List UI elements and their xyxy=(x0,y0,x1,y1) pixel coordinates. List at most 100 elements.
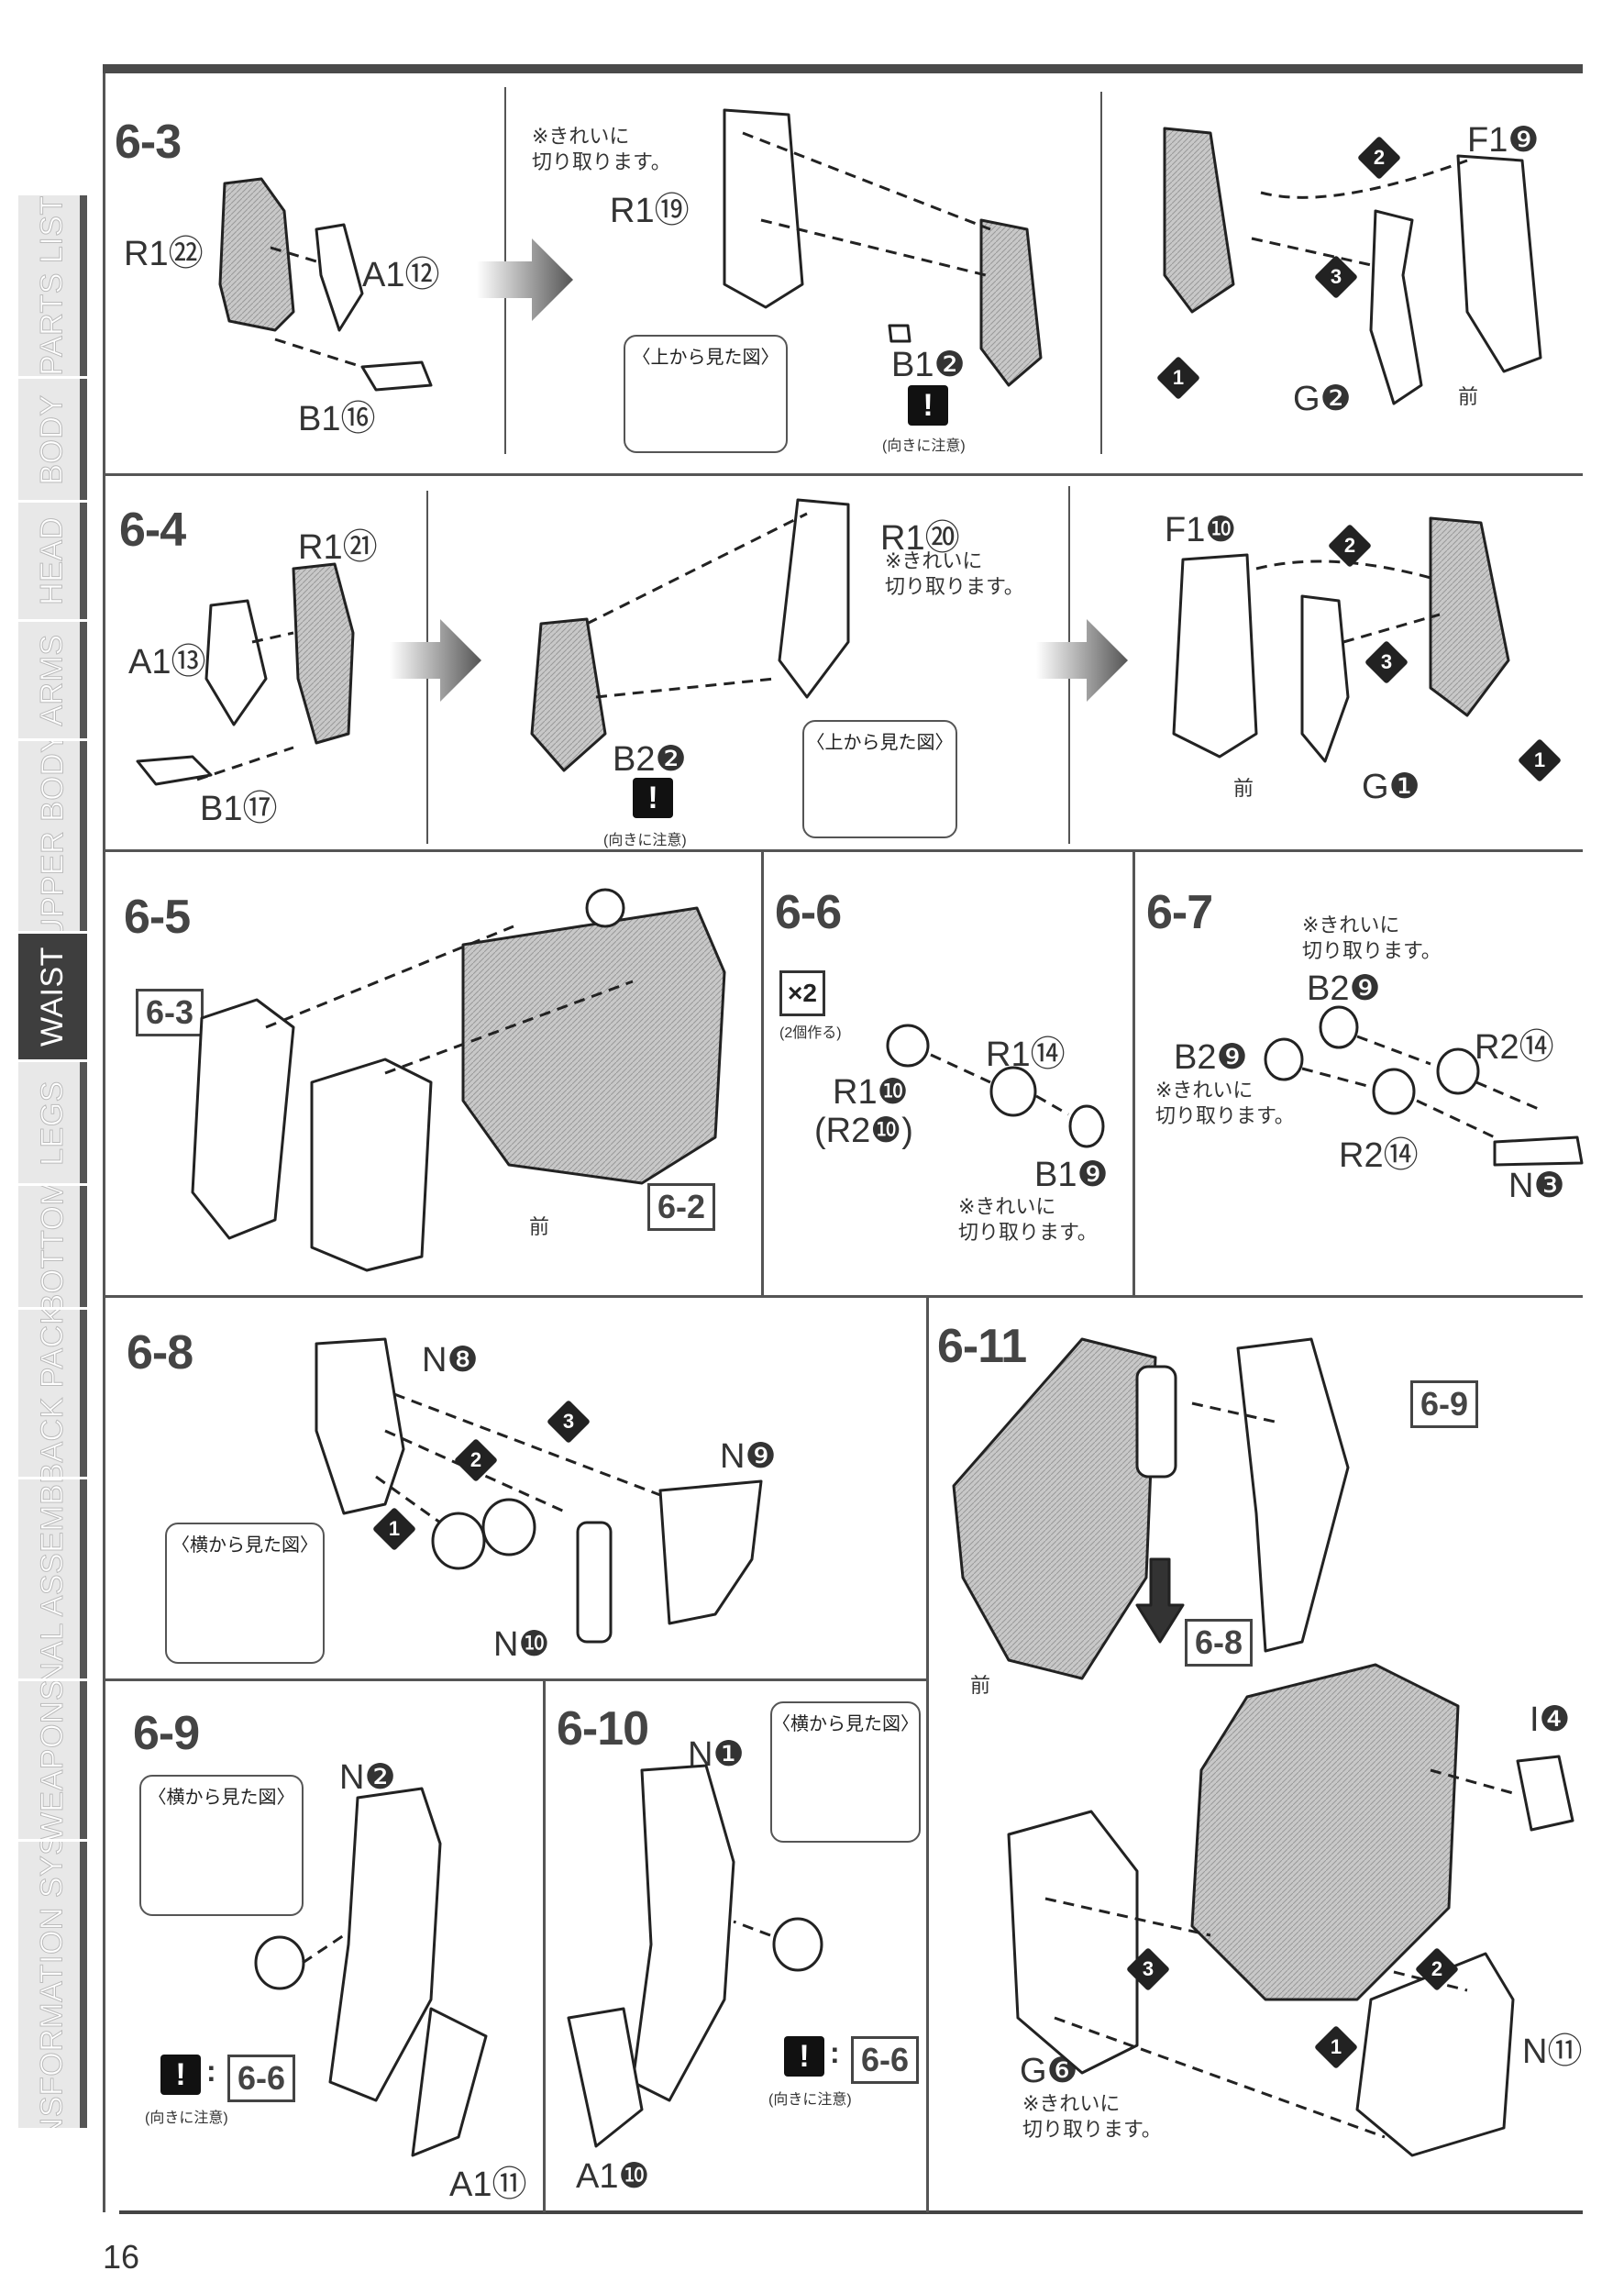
caution-note: (向きに注意) xyxy=(882,438,966,454)
top-view-bubble: 〈上から見た図〉 xyxy=(624,335,788,453)
note-clean-cut-611: ※きれいに 切り取ります。 xyxy=(1022,2092,1162,2141)
side-view-label-68: 〈横から見た図〉 xyxy=(171,1535,318,1556)
sidebar-tab-weapons: WEAPONS xyxy=(18,1678,87,1839)
order-marker-3-68: 3 xyxy=(546,1399,591,1445)
side-view-bubble-68: 〈横から見た図〉 xyxy=(165,1523,325,1664)
sidebar-tab-edge xyxy=(80,1681,87,1839)
ref-6-9: 6-9 xyxy=(1410,1380,1479,1428)
side-view-bubble-610: 〈横から見た図〉 xyxy=(770,1701,921,1843)
order-marker-1-68: 1 xyxy=(371,1506,417,1552)
part-g2: G❷ xyxy=(1293,380,1352,418)
order-marker-1-611: 1 xyxy=(1313,2024,1359,2070)
step-6-8-title: 6-8 xyxy=(127,1326,193,1379)
part-n8: N❽ xyxy=(422,1341,479,1379)
row-divider-2 xyxy=(103,849,1583,852)
col-divider-66 xyxy=(1132,851,1135,1296)
step-6-11-title: 6-11 xyxy=(937,1320,1027,1373)
caution-note-69: (向きに注意) xyxy=(145,2110,228,2126)
row-divider-4 xyxy=(103,1678,928,1681)
ref-6-3: 6-3 xyxy=(136,989,204,1036)
sidebar-tab-edge xyxy=(80,1186,87,1307)
colon-69: : xyxy=(206,2055,216,2088)
sidebar-tab-arms: ARMS xyxy=(18,619,87,738)
part-a1-11: A1⑪ xyxy=(449,2166,527,2204)
top-view-bubble-64: 〈上から見た図〉 xyxy=(802,720,957,838)
sidebar-tab-upper-body: UPPER BODY xyxy=(18,738,87,931)
sidebar-tab-edge xyxy=(80,1310,87,1477)
sidebar-tab-edge xyxy=(80,622,87,738)
order-marker-1-64: 1 xyxy=(1517,737,1563,783)
col-divider-68 xyxy=(926,1295,929,2212)
order-marker-1: 1 xyxy=(1155,355,1201,401)
part-b2-9b: B2❾ xyxy=(1174,1038,1248,1077)
part-f1-9: F1❾ xyxy=(1467,121,1540,160)
order-marker-3: 3 xyxy=(1313,254,1359,300)
top-view-label-64: 〈上から見た図〉 xyxy=(806,733,954,753)
sidebar-tab-body: BODY xyxy=(18,376,87,500)
col-divider-65 xyxy=(761,851,764,1296)
caution-icon: ! xyxy=(908,385,948,426)
note-clean-cut-67a: ※きれいに 切り取ります。 xyxy=(1302,914,1442,962)
sidebar-tab-parts-list: PARTS LIST xyxy=(18,193,87,376)
part-n2: N❷ xyxy=(339,1758,396,1797)
ref-6-2: 6-2 xyxy=(647,1183,716,1231)
sidebar-tab-final-assemble: FINAL ASSEMBLE xyxy=(18,1477,87,1678)
part-n3: N❸ xyxy=(1508,1167,1565,1205)
sidebar-tab-edge xyxy=(80,503,87,619)
bottom-rule xyxy=(119,2210,1583,2214)
part-r2-14b: R2⑭ xyxy=(1339,1136,1419,1175)
caution-note-64: (向きに注意) xyxy=(603,833,687,848)
step-6-7-title: 6-7 xyxy=(1146,886,1213,939)
order-marker-3-64: 3 xyxy=(1364,639,1409,685)
sidebar-tab-edge xyxy=(80,195,87,376)
sidebar-tab-legs: LEGS xyxy=(18,1059,87,1183)
part-b1-16: B1⑯ xyxy=(298,400,376,438)
order-marker-2-611: 2 xyxy=(1414,1946,1460,1992)
front-label-65: 前 xyxy=(529,1215,550,1238)
part-r1-22: R1㉒ xyxy=(124,235,204,273)
part-g1: G❶ xyxy=(1362,768,1420,806)
part-a1-13: A1⑬ xyxy=(128,643,206,681)
part-r1-20: R1⑳ xyxy=(880,519,960,558)
side-view-label-69: 〈横から見た図〉 xyxy=(148,1788,295,1808)
page-number: 16 xyxy=(103,2238,140,2276)
sidebar-tab-edge xyxy=(80,1062,87,1183)
step-6-3-title: 6-3 xyxy=(115,116,182,169)
col-divider-69 xyxy=(543,1678,546,2212)
top-rule xyxy=(103,64,1583,73)
sidebar-tab-head: HEAD xyxy=(18,500,87,619)
sidebar-tab-edge xyxy=(80,1842,87,2128)
part-r2-14a: R2⑭ xyxy=(1475,1028,1554,1067)
order-marker-3-611: 3 xyxy=(1125,1946,1171,1992)
ref-6-6-69: 6-6 xyxy=(227,2055,296,2102)
part-a1-10: A1❿ xyxy=(576,2157,650,2196)
part-n10: N❿ xyxy=(493,1625,550,1664)
note-clean-cut: ※きれいに 切り取ります。 xyxy=(532,125,671,173)
col-divider-63b xyxy=(1100,92,1102,454)
row-divider-1 xyxy=(103,473,1583,476)
part-n11: N⑪ xyxy=(1522,2033,1583,2071)
step-6-9-title: 6-9 xyxy=(133,1707,200,1760)
order-marker-2-68: 2 xyxy=(453,1437,499,1483)
caution-note-610: (向きに注意) xyxy=(768,2092,852,2108)
sidebar-tab-edge xyxy=(80,379,87,500)
front-label-64: 前 xyxy=(1233,777,1254,800)
part-b1-17: B1⑰ xyxy=(200,790,278,828)
row-divider-3 xyxy=(103,1295,1583,1298)
sidebar-tab-bottom: BOTTOM xyxy=(18,1183,87,1307)
part-r1-14: R1⑭ xyxy=(986,1036,1066,1074)
colon-610: : xyxy=(830,2036,840,2069)
note-clean-cut-67b: ※きれいに 切り取ります。 xyxy=(1155,1079,1295,1127)
quantity-x2: ×2 xyxy=(779,970,825,1016)
make-two-note: (2個作る) xyxy=(779,1025,842,1041)
sidebar-tab-back-pack: BACK PACK xyxy=(18,1307,87,1477)
part-a1-12: A1⑫ xyxy=(362,256,440,294)
part-b2-9a: B2❾ xyxy=(1307,969,1381,1008)
front-label: 前 xyxy=(1458,385,1479,408)
part-f1-10: F1❿ xyxy=(1165,511,1237,549)
step-6-5-title: 6-5 xyxy=(124,891,191,944)
part-r1-19: R1⑲ xyxy=(610,192,690,230)
top-view-label: 〈上から見た図〉 xyxy=(632,348,779,368)
order-marker-2: 2 xyxy=(1356,135,1402,181)
